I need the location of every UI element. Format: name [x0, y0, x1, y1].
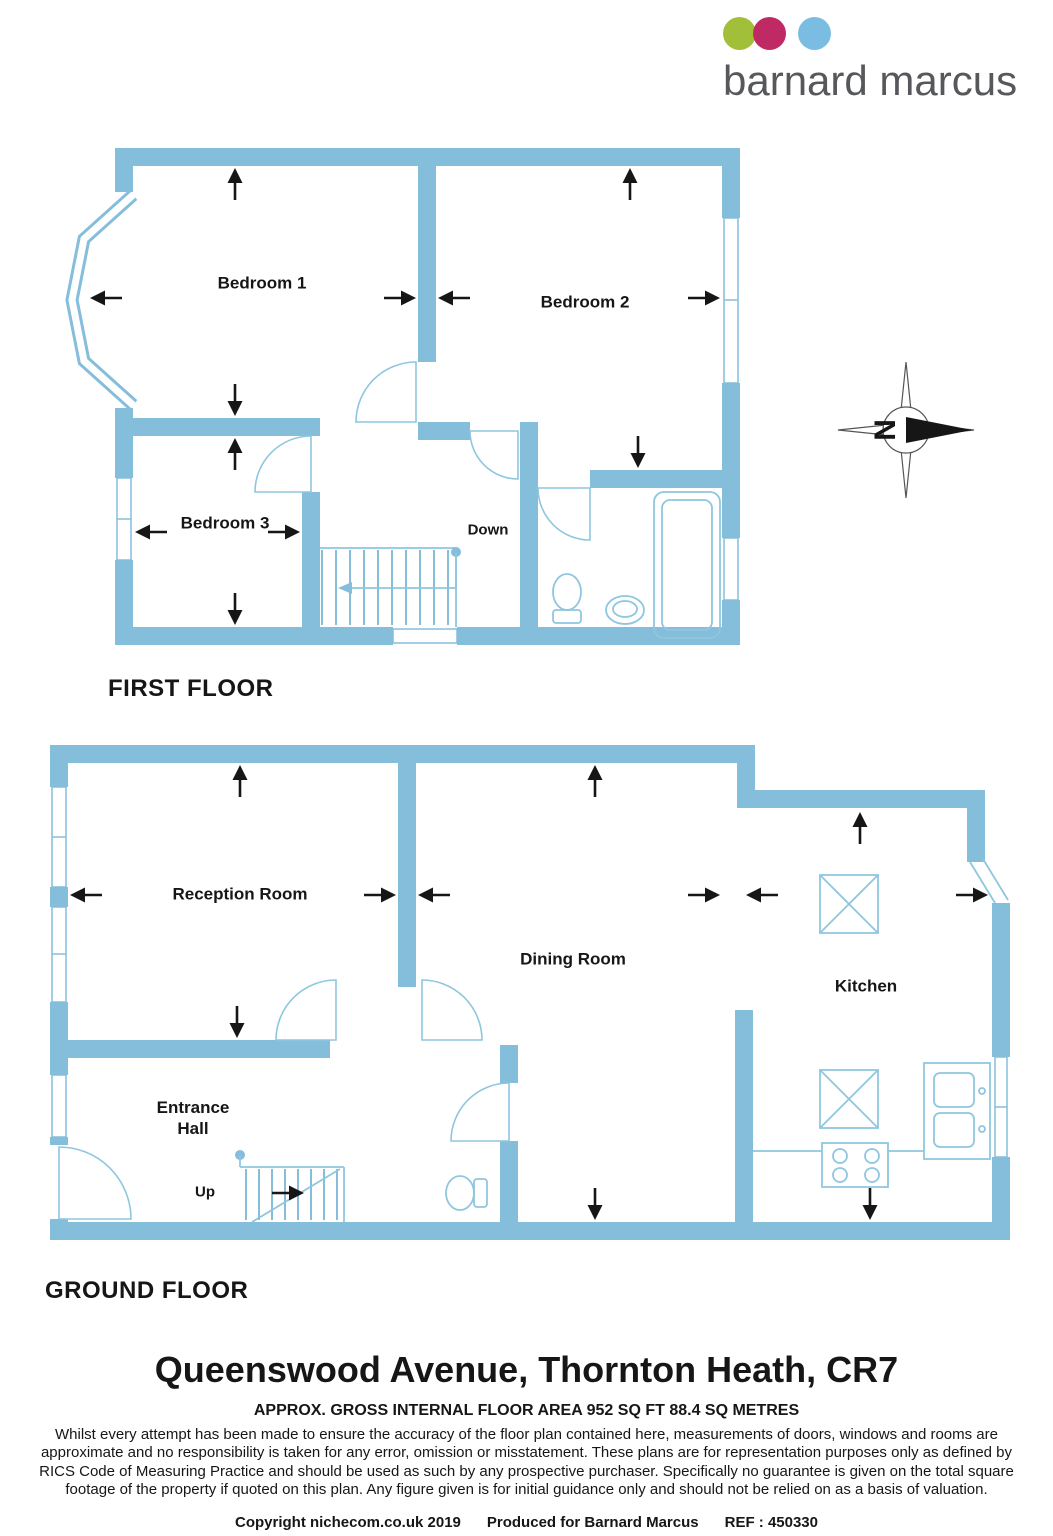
wc-fixtures — [445, 1175, 488, 1211]
ground-floor-plan — [48, 745, 1010, 1240]
compass: N — [837, 361, 975, 499]
bath — [653, 491, 721, 639]
stairs-label-up: Up — [195, 1183, 215, 1201]
copyright-line: Copyright nichecom.co.uk 2019 Produced f… — [0, 1514, 1053, 1531]
first-floor-walls — [115, 148, 740, 645]
dining-door — [421, 979, 483, 1041]
stairs-up — [235, 1150, 345, 1223]
ground-floor-heading: GROUND FLOOR — [45, 1277, 249, 1304]
brand-name: barnard marcus — [723, 57, 1018, 104]
logo-dot-green-icon — [723, 16, 756, 50]
stairs-direction-arrow-icon — [338, 582, 352, 594]
copyright-right: REF : 450330 — [724, 1514, 818, 1531]
basin — [605, 595, 645, 625]
disclaimer-text: Whilst every attempt has been made to en… — [39, 1426, 1014, 1498]
room-label-bedroom-1: Bedroom 1 — [217, 273, 307, 293]
copyright-center: Produced for Barnard Marcus — [486, 1514, 699, 1531]
north-arrow-icon — [906, 417, 972, 443]
first-floor-heading: FIRST FLOOR — [108, 675, 274, 702]
bedroom3-door — [254, 435, 312, 493]
room-label-bedroom-3: Bedroom 3 — [180, 513, 270, 533]
hall-label-line-2: Hall — [177, 1119, 209, 1138]
up-arrow-icon — [270, 1184, 306, 1202]
first-floor-plan — [65, 148, 742, 647]
wc-toilet — [445, 1175, 475, 1211]
first-floor-windows — [113, 192, 742, 647]
bathroom-fixtures — [552, 491, 721, 639]
room-label-dining: Dining Room — [520, 949, 626, 969]
property-title: Queenswood Avenue, Thornton Heath, CR7 — [154, 1349, 899, 1390]
copyright-left: Copyright nichecom.co.uk 2019 — [234, 1514, 461, 1531]
room-label-entrance-hall: Entrance Hall — [157, 1097, 230, 1140]
kitchen-fixtures — [753, 874, 991, 1188]
stairs-label-down: Down — [467, 521, 509, 539]
stairs-direction — [352, 552, 457, 589]
room-label-kitchen: Kitchen — [834, 976, 898, 996]
wc-door — [450, 1082, 510, 1142]
hall-label-line-1: Entrance — [156, 1097, 230, 1117]
room-label-bedroom-2: Bedroom 2 — [540, 292, 630, 312]
first-floor-doors — [254, 361, 591, 541]
kitchen-sink — [923, 1062, 991, 1160]
kitchen-unit-2 — [819, 1069, 879, 1129]
toilet — [552, 573, 582, 611]
bay-window — [65, 190, 138, 410]
stairs-down — [320, 547, 461, 627]
kitchen-unit-1 — [819, 874, 879, 934]
room-label-reception: Reception Room — [172, 884, 308, 904]
hob — [821, 1142, 889, 1188]
brand-logo: barnard marcus — [723, 16, 1043, 105]
floor-area-line: APPROX. GROSS INTERNAL FLOOR AREA 952 SQ… — [253, 1402, 800, 1419]
bathroom-door — [537, 487, 591, 541]
bedroom1-door — [355, 361, 417, 423]
logo-dot-magenta-icon — [753, 16, 786, 50]
logo-dots — [723, 16, 1043, 50]
bedroom2-door — [469, 430, 519, 480]
rear-angled-door — [969, 858, 1009, 904]
ground-floor-doors — [58, 979, 510, 1220]
logo-dot-blue-icon — [798, 16, 831, 50]
north-label: N — [868, 419, 901, 441]
front-door — [58, 1146, 132, 1220]
reception-door — [275, 979, 337, 1041]
